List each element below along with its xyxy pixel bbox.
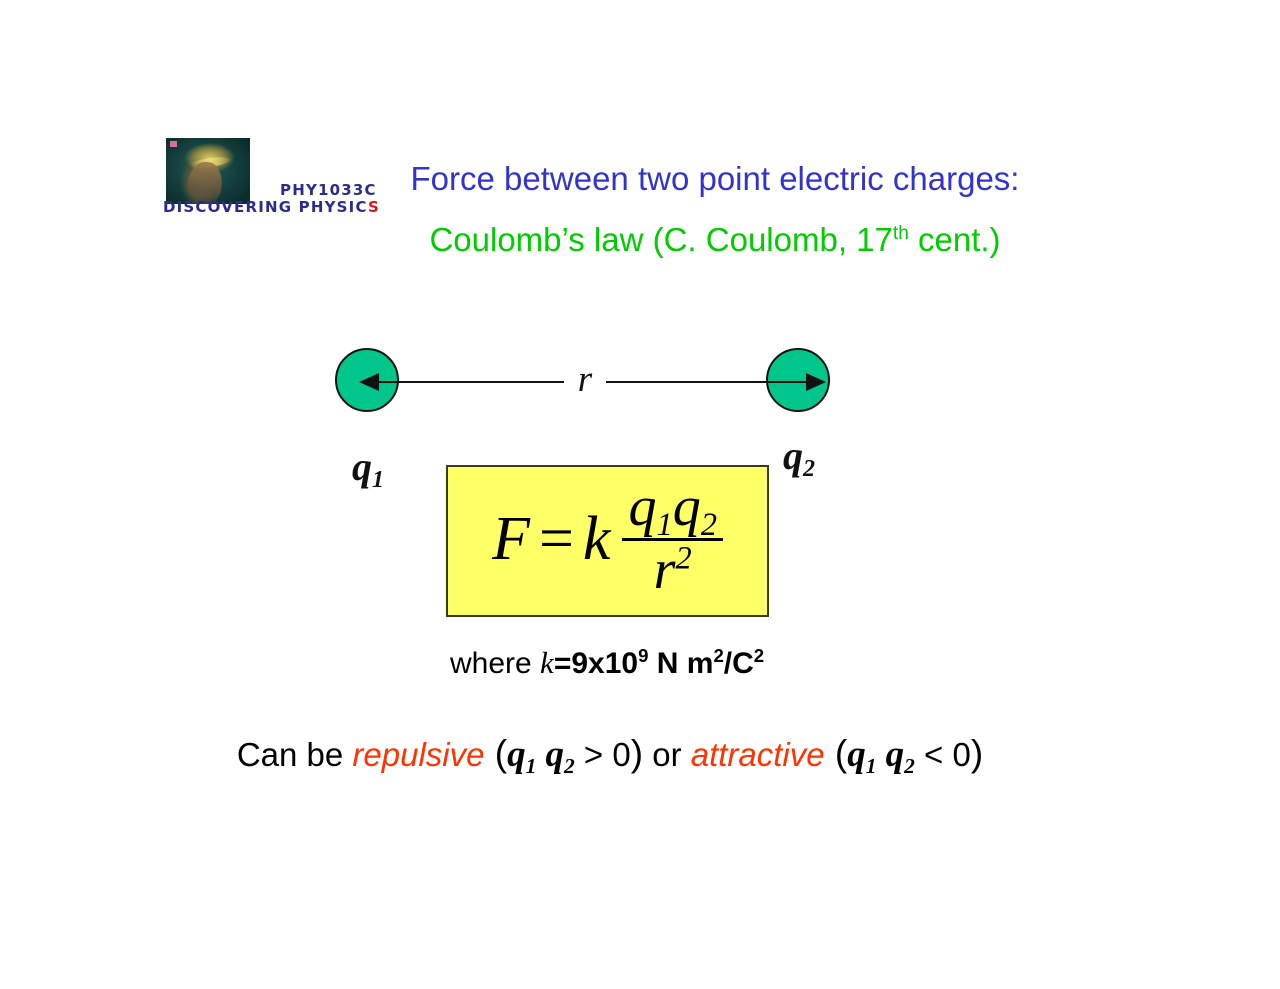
attractive-q2-subscript: 2: [904, 754, 915, 778]
repulsive-q2-subscript: 2: [564, 754, 575, 778]
repulsive-q1-subscript: 1: [525, 754, 537, 778]
charge-separation-diagram: r: [320, 330, 880, 440]
denominator-base: r: [653, 538, 676, 601]
distance-line-right-segment: [606, 381, 810, 383]
nebula-image: [166, 138, 250, 204]
attractive-q1-subscript: 1: [865, 754, 877, 778]
conclusion-conjunction: or: [643, 736, 691, 773]
subtitle-after: cent.): [908, 221, 1001, 258]
repulsive-q1: q1: [507, 734, 537, 778]
coulomb-law-formula-box: F = k q1q2 r2: [446, 465, 769, 617]
repulsive-q2: q2: [545, 734, 575, 778]
distance-line-left-segment: [378, 381, 564, 383]
course-series-accent: S: [367, 198, 380, 216]
numerator-q1-base: q: [628, 476, 657, 539]
constant-unit-exponent-2: 2: [753, 645, 765, 666]
attractive-q1: q1: [847, 734, 877, 778]
course-logo: PHY1033C DISCOVERING PHYSICS: [163, 136, 413, 220]
formula-force-symbol: F: [492, 505, 530, 573]
repulsive-condition-close: ): [630, 733, 644, 774]
constant-mantissa: 9x10: [571, 647, 639, 680]
constant-unit-prefix: N m: [648, 647, 714, 680]
arrow-head-left-icon: [359, 373, 379, 391]
force-sign-explanation: Can be repulsive (q1 q2 > 0) or attracti…: [0, 733, 1280, 778]
subtitle-ordinal-suffix: th: [892, 223, 909, 244]
attractive-q2: q2: [885, 734, 915, 778]
charge-label-q2-base: q: [783, 433, 803, 478]
repulsive-emphasis: repulsive: [352, 736, 485, 773]
formula-constant-symbol: k: [582, 505, 611, 573]
fraction-bar: [622, 537, 723, 541]
charge-label-q2: q2: [783, 432, 815, 482]
numerator-q1-subscript: 1: [656, 507, 673, 544]
course-series-main: DISCOVERING PHYSIC: [163, 198, 368, 216]
formula-denominator: r2: [648, 538, 698, 601]
attractive-q1-base: q: [847, 734, 866, 775]
course-code-label: PHY1033C: [280, 181, 377, 199]
attractive-condition-open: (: [824, 733, 848, 774]
constant-where-text: where: [450, 647, 541, 680]
constant-equals-sign: =: [553, 647, 572, 680]
formula-fraction: q1q2 r2: [622, 476, 723, 601]
charge-label-q1: q1: [352, 443, 384, 493]
constant-unit-middle: /C: [723, 647, 754, 680]
subtitle-before: Coulomb’s law (C. Coulomb, 17: [429, 221, 893, 258]
constant-unit-exponent-1: 2: [713, 645, 724, 666]
repulsive-condition-open: (: [484, 733, 508, 774]
slide-subtitle: Coulomb’s law (C. Coulomb, 17th cent.): [0, 221, 1280, 259]
formula-numerator: q1q2: [622, 476, 722, 542]
numerator-q2-base: q: [672, 476, 701, 539]
constant-exponent: 9: [638, 645, 649, 666]
coulomb-law-formula: F = k q1q2 r2: [492, 479, 723, 598]
constant-value-line: where k=9x109 N m2/C2: [450, 645, 764, 681]
slide-title: Force between two point electric charges…: [410, 160, 1020, 197]
repulsive-comparison: > 0: [574, 736, 631, 773]
repulsive-q2-base: q: [545, 734, 565, 775]
attractive-condition-close: ): [970, 733, 984, 774]
repulsive-q1-base: q: [507, 734, 526, 775]
distance-label: r: [577, 359, 593, 400]
constant-symbol: k: [540, 645, 554, 680]
charge-label-q2-subscript: 2: [803, 456, 815, 482]
arrow-head-right-icon: [806, 373, 826, 391]
conclusion-lead-text: Can be: [236, 736, 353, 773]
denominator-exponent: 2: [675, 539, 692, 576]
nebula-speck: [170, 141, 177, 147]
formula-equals-sign: =: [538, 505, 574, 573]
charge-label-q1-subscript: 1: [372, 467, 384, 493]
attractive-q2-base: q: [885, 734, 905, 775]
numerator-q2-subscript: 2: [700, 507, 717, 544]
course-series-label: DISCOVERING PHYSICS: [163, 198, 380, 216]
attractive-emphasis: attractive: [690, 736, 825, 773]
charge-label-q1-base: q: [352, 444, 372, 489]
attractive-comparison: < 0: [914, 736, 971, 773]
